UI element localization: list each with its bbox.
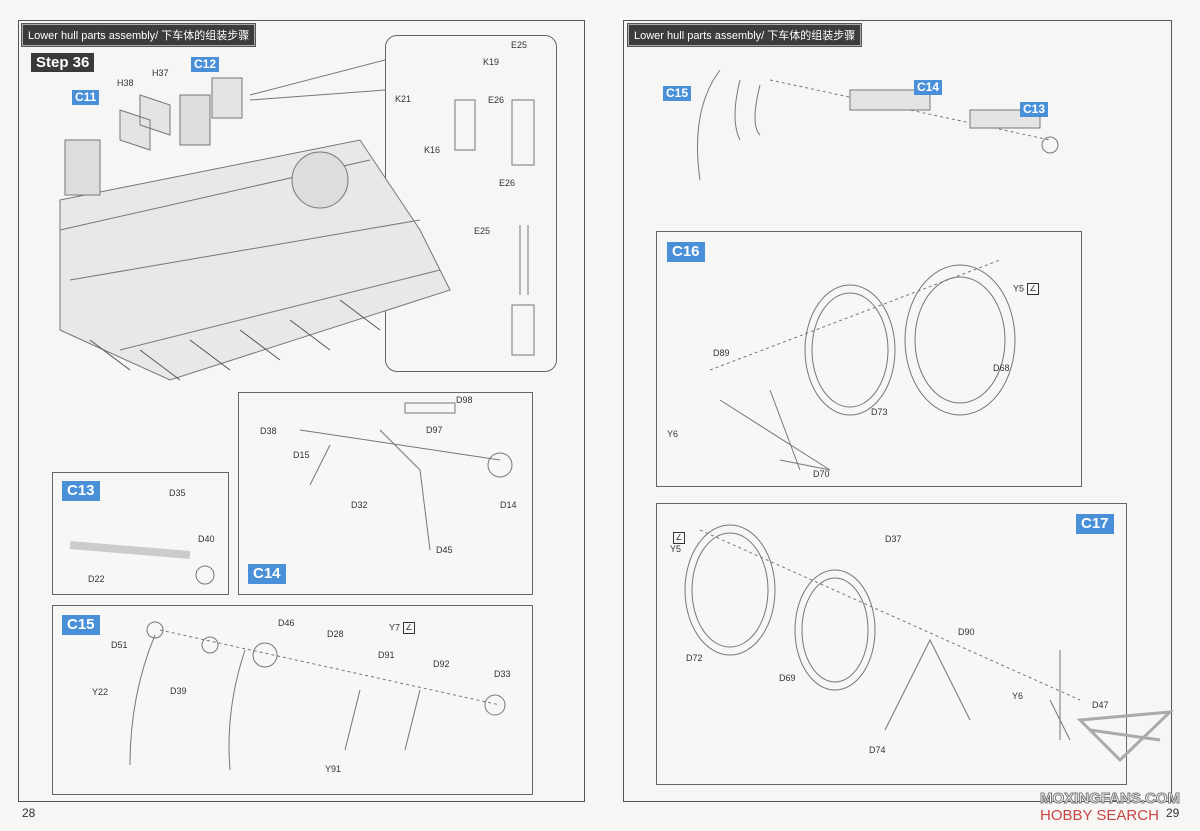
part-label: D73 <box>871 407 888 417</box>
part-label: K16 <box>424 145 441 155</box>
part-label: D35 <box>169 488 186 498</box>
callout-c14: C14 <box>914 80 943 95</box>
glue-icon: ∠ <box>403 622 416 634</box>
part-label: Y5∠ <box>1013 283 1040 295</box>
part-label: E26 <box>488 95 505 105</box>
right-page-frame <box>623 20 1172 802</box>
part-label: D28 <box>327 629 344 639</box>
part-label: Y6 <box>1012 691 1024 701</box>
part-label: D40 <box>198 534 215 544</box>
part-label: D15 <box>293 450 310 460</box>
part-label-text: Y5 <box>670 544 682 554</box>
right-page: Lower hull parts assembly/ 下车体的组装步骤 C15 … <box>600 0 1200 831</box>
part-label: H37 <box>152 68 169 78</box>
glue-icon: ∠ <box>1027 283 1040 295</box>
part-label: D46 <box>278 618 295 628</box>
part-label: D72 <box>686 653 703 663</box>
part-label: D14 <box>500 500 517 510</box>
watermark-brand: HOBBY SEARCH <box>1040 807 1159 824</box>
part-label: D92 <box>433 659 450 669</box>
part-label-text: Y5 <box>1013 283 1025 294</box>
callout-c17: C17 <box>1076 514 1114 534</box>
callout-c13: C13 <box>1020 102 1049 117</box>
part-label: D90 <box>958 627 975 637</box>
callout-c11: C11 <box>72 90 100 105</box>
part-label: K19 <box>483 57 500 67</box>
panel-c15 <box>52 605 533 795</box>
part-label: D39 <box>170 686 187 696</box>
step-number: Step 36 <box>31 53 95 72</box>
part-label: D22 <box>88 574 105 584</box>
callout-c15: C15 <box>62 615 100 635</box>
glue-icon: ∠ <box>673 532 685 544</box>
part-label: D89 <box>713 348 730 358</box>
watermark-site: MOXINGFANS.COM <box>1039 790 1181 808</box>
part-label: ∠Y5 <box>670 532 685 554</box>
part-label: D32 <box>351 500 368 510</box>
detail-inset <box>385 35 557 372</box>
part-label: D98 <box>456 395 473 405</box>
callout-c12: C12 <box>191 57 220 72</box>
part-label: D68 <box>993 363 1010 373</box>
callout-c15: C15 <box>663 86 692 101</box>
panel-c16 <box>656 231 1082 487</box>
part-label: D37 <box>885 534 902 544</box>
part-label: D33 <box>494 669 511 679</box>
part-label: D97 <box>426 425 443 435</box>
page-number: 28 <box>22 806 36 820</box>
part-label: D51 <box>111 640 128 650</box>
part-label: E26 <box>499 178 516 188</box>
part-label: D69 <box>779 673 796 683</box>
part-label: Y7∠ <box>389 622 416 634</box>
part-label: D91 <box>378 650 395 660</box>
part-label: K21 <box>395 94 412 104</box>
part-label: E25 <box>511 40 528 50</box>
panel-c17 <box>656 503 1127 785</box>
section-header: Lower hull parts assembly/ 下车体的组装步骤 <box>626 23 863 47</box>
part-label: Y6 <box>667 429 679 439</box>
page-number: 29 <box>1166 806 1180 820</box>
left-page: Lower hull parts assembly/ 下车体的组装步骤 Step… <box>18 20 585 820</box>
part-label: D45 <box>436 545 453 555</box>
section-header: Lower hull parts assembly/ 下车体的组装步骤 <box>20 23 257 47</box>
part-label: D70 <box>813 469 830 479</box>
part-label-text: Y7 <box>389 622 401 633</box>
part-label: D38 <box>260 426 277 436</box>
callout-c14: C14 <box>248 564 286 584</box>
part-label: Y22 <box>92 687 109 697</box>
part-label: D47 <box>1092 700 1109 710</box>
part-label: H38 <box>117 78 134 88</box>
callout-c16: C16 <box>667 242 705 262</box>
callout-c13: C13 <box>62 481 100 501</box>
left-page-frame <box>18 20 585 802</box>
part-label: Y91 <box>325 764 342 774</box>
part-label: E25 <box>474 226 491 236</box>
part-label: D74 <box>869 745 886 755</box>
